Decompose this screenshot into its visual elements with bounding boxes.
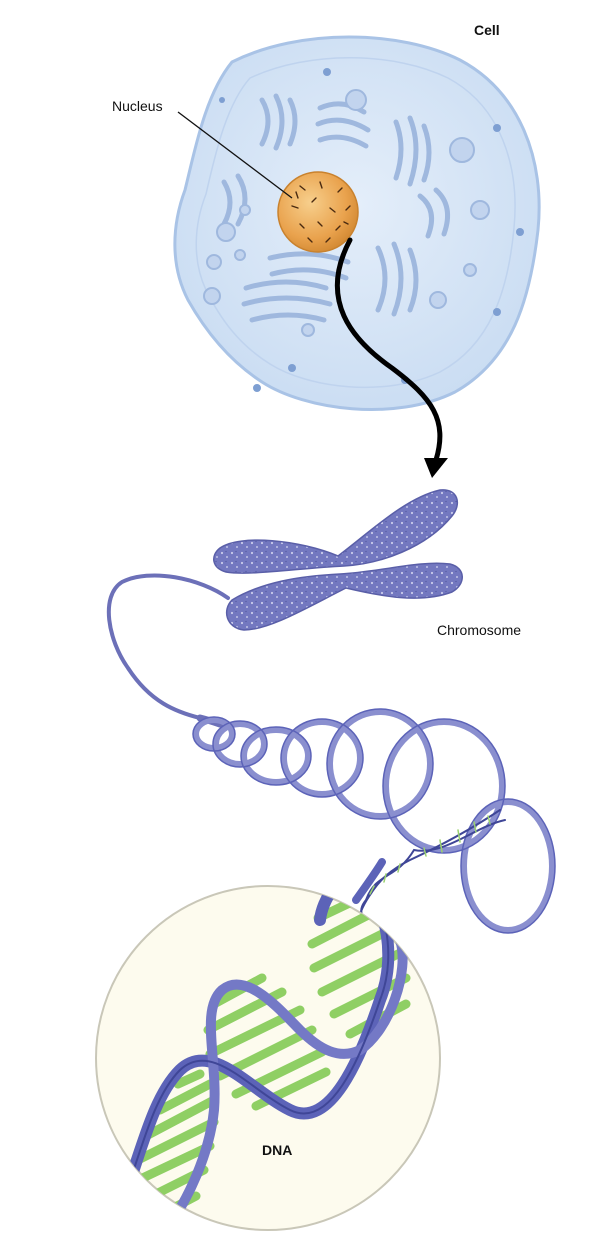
- nucleus-label: Nucleus: [112, 98, 163, 114]
- dna-label: DNA: [262, 1142, 292, 1158]
- arrow-head: [424, 458, 448, 478]
- nucleus: [278, 172, 358, 252]
- fiber-tail: [109, 575, 228, 718]
- cell: [175, 37, 539, 410]
- chromatid-upper: [214, 490, 458, 573]
- dna-magnified: [96, 862, 440, 1238]
- chromosome-label: Chromosome: [437, 622, 521, 638]
- cell-label: Cell: [474, 22, 500, 38]
- chromosome: [214, 490, 463, 630]
- chromatid-lower: [227, 563, 463, 630]
